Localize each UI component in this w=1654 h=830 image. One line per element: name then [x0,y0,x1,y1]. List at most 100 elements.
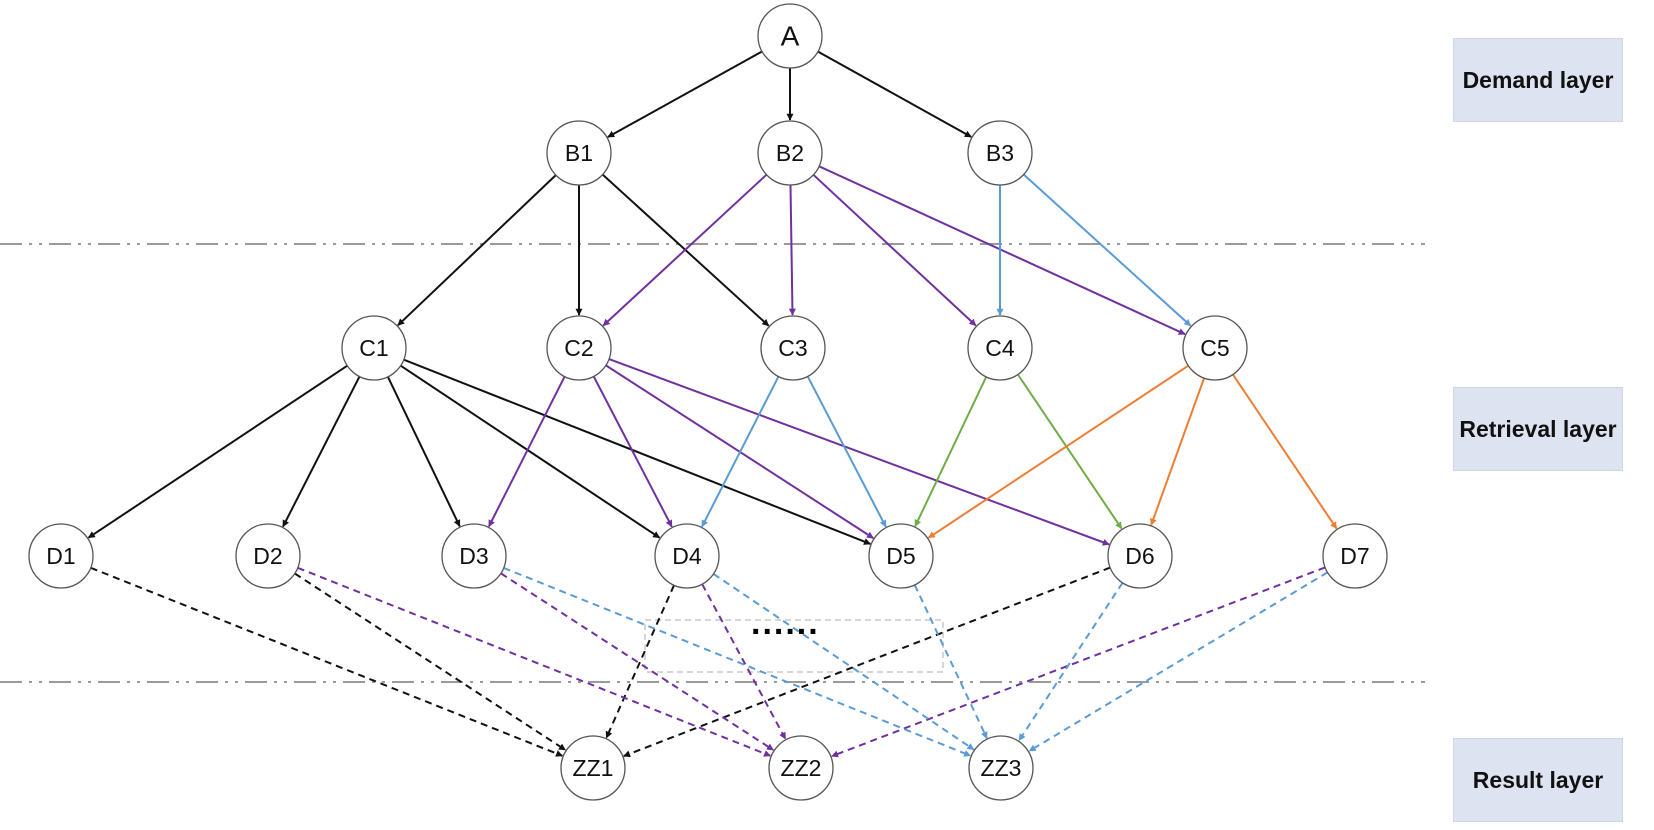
node-label-d3: D3 [459,543,488,569]
edge-d4-zz1 [605,584,675,739]
node-label-c4: C4 [985,335,1015,361]
node-circle-d7 [1322,523,1388,589]
edge-a-b3 [817,50,972,138]
node-circle-zz2 [768,735,834,801]
node-circle-c5 [1182,315,1248,381]
edge-d2-zz1 [294,572,566,751]
node-label-d2: D2 [253,543,282,569]
node-d6: D6 [1107,523,1173,589]
edge-c1-d5 [403,358,871,545]
node-label-d4: D4 [672,543,702,569]
retrieval-layer-label: Retrieval layer [1453,387,1623,471]
node-circle-b1 [546,120,612,186]
edge-d2-zz2 [297,566,771,757]
node-label-b3: B3 [986,140,1014,166]
edge-c5-d5 [927,364,1189,539]
node-label-zz1: ZZ1 [573,755,614,781]
node-circle-b2 [757,120,823,186]
edge-d6-zz1 [623,566,1111,758]
edge-d6-zz3 [1018,582,1124,741]
edge-c5-d6 [1150,377,1206,526]
node-circle-b3 [967,120,1033,186]
node-zz3: ZZ3 [968,735,1034,801]
edge-c5-d7 [1232,373,1338,530]
edge-c2-d3 [488,376,566,528]
node-label-c5: C5 [1200,335,1229,361]
node-a: A [757,3,823,69]
node-zz1: ZZ1 [560,735,626,801]
edge-d4-zz3 [712,573,975,751]
node-circle-d4 [654,523,720,589]
edge-c1-d1 [87,364,348,539]
node-d1: D1 [28,523,94,589]
node-c5: C5 [1182,315,1248,381]
edge-c4-d5 [914,376,988,527]
node-label-d5: D5 [886,543,915,569]
node-circle-d6 [1107,523,1173,589]
demand-layer-label: Demand layer [1453,38,1623,122]
node-d7: D7 [1322,523,1388,589]
edge-c1-d3 [386,376,461,527]
node-label-d1: D1 [46,543,75,569]
edge-c3-d5 [806,375,887,528]
ellipsis-box [644,619,944,673]
node-label-b2: B2 [776,140,804,166]
edge-b2-c2 [602,173,768,327]
node-circle-c1 [341,315,407,381]
node-label-a: A [781,21,800,52]
node-circle-d1 [28,523,94,589]
edge-d7-zz3 [1028,571,1329,752]
node-label-c2: C2 [564,335,593,361]
edge-d5-zz3 [913,584,988,739]
edge-d3-zz2 [500,572,774,751]
node-circle-d3 [441,523,507,589]
node-label-zz2: ZZ2 [781,755,822,781]
edge-d7-zz2 [831,566,1326,758]
node-b3: B3 [967,120,1033,186]
node-d5: D5 [868,523,934,589]
result-layer-label: Result layer [1453,738,1623,822]
node-circle-c3 [760,315,826,381]
edge-b2-c4 [812,174,977,327]
edge-c4-d6 [1017,373,1123,530]
node-d3: D3 [441,523,507,589]
node-circle-zz3 [968,735,1034,801]
node-circle-c2 [546,315,612,381]
node-c3: C3 [760,315,826,381]
node-circle-d2 [235,523,301,589]
node-circle-zz1 [560,735,626,801]
node-b1: B1 [546,120,612,186]
node-label-b1: B1 [565,140,593,166]
edge-b3-c5 [1023,173,1192,327]
edges-layer [87,50,1338,758]
ellipsis-text: ...... [751,604,820,642]
edge-c2-d4 [592,375,673,528]
node-label-d6: D6 [1125,543,1154,569]
node-d2: D2 [235,523,301,589]
node-label-c3: C3 [778,335,807,361]
edge-c1-d4 [400,364,661,539]
edge-c2-d6 [608,358,1110,546]
edge-c1-d2 [282,376,361,528]
node-c4: C4 [967,315,1033,381]
edge-c3-d4 [701,376,780,528]
node-circle-c4 [967,315,1033,381]
node-label-d7: D7 [1340,543,1369,569]
edge-b2-c3 [788,184,796,316]
edge-b1-c1 [397,174,557,327]
edge-a-b1 [607,50,763,138]
node-circle-a [757,3,823,69]
edge-d4-zz2 [701,583,787,740]
edge-b2-c5 [818,165,1186,336]
node-c2: C2 [546,315,612,381]
node-label-c1: C1 [359,335,388,361]
node-c1: C1 [341,315,407,381]
node-zz2: ZZ2 [768,735,834,801]
node-label-zz3: ZZ3 [981,755,1022,781]
node-b2: B2 [757,120,823,186]
node-d4: D4 [654,523,720,589]
node-circle-d5 [868,523,934,589]
edge-d1-zz1 [90,566,563,757]
